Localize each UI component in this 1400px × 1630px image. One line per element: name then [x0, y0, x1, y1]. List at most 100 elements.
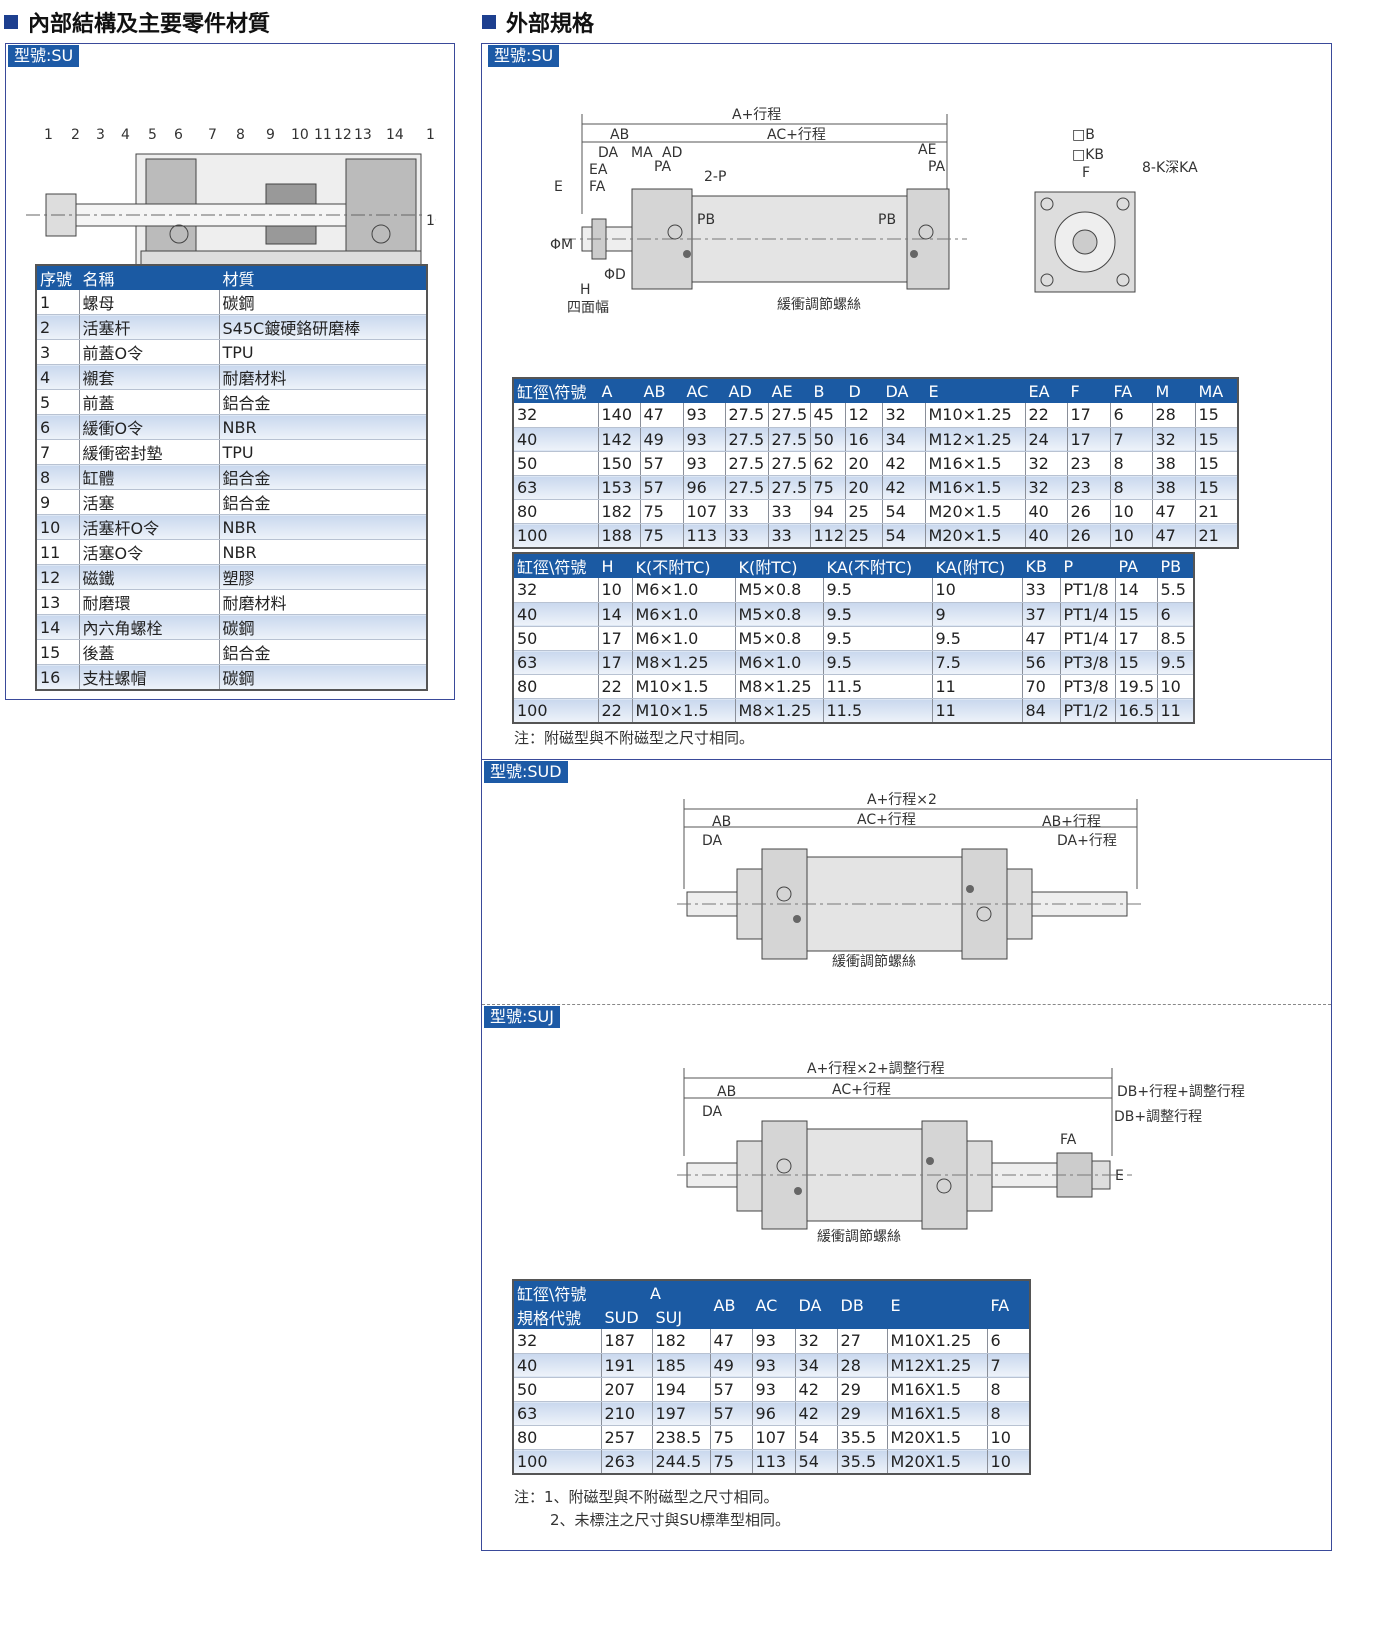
table-cell: 49: [709, 1353, 753, 1378]
table-cell: 93: [751, 1329, 796, 1354]
table-cell: 緩衝O令: [78, 414, 219, 440]
table-cell: 10: [1156, 674, 1194, 700]
table-cell: 11: [931, 674, 1022, 700]
table-cell: 11: [931, 698, 1022, 724]
dim-ab: AB: [717, 1084, 736, 1100]
table-cell: 17: [1114, 626, 1157, 652]
table-cell: 鋁合金: [218, 389, 427, 415]
dim-f: F: [1082, 165, 1090, 181]
table-cell: 28: [1151, 403, 1195, 428]
table-cell: 17: [1066, 403, 1110, 428]
table-cell: S45C鍍硬鉻研磨棒: [218, 314, 427, 340]
table-cell: NBR: [218, 414, 427, 440]
table-cell: 42: [794, 1401, 838, 1427]
table-cell: 7: [1109, 427, 1152, 452]
column-header: 序號: [35, 265, 79, 290]
table-cell: 54: [881, 499, 925, 525]
table-cell: 80: [512, 499, 598, 525]
column-header: 缸徑\符號: [512, 378, 598, 403]
table-cell: 耐磨材料: [218, 589, 427, 615]
column-header: KB: [1021, 553, 1060, 578]
column-header: 規格代號: [512, 1305, 601, 1329]
table-cell: 113: [751, 1449, 796, 1475]
table-cell: 8: [986, 1377, 1030, 1403]
callout-number: 13: [354, 127, 372, 143]
dim-pb: PB: [697, 212, 715, 228]
table-cell: 26: [1066, 523, 1110, 549]
table-cell: 17: [1066, 427, 1110, 452]
table-cell: 活塞杆O令: [78, 514, 219, 540]
table-cell: M10×1.5: [631, 698, 735, 724]
table-cell: 15: [1114, 650, 1157, 676]
dim-a: A+行程×2: [867, 792, 937, 808]
table-cell: 16: [35, 664, 79, 691]
dim-ab: AB: [610, 127, 629, 143]
column-header: E: [924, 378, 1025, 403]
table-cell: 38: [1151, 451, 1195, 477]
column-header: AD: [724, 378, 768, 403]
bullet-square-icon: [482, 15, 496, 29]
external-spec-panel: 型號:SU A+行程 AC+行程 AB DA MA AD EA PA FA E …: [481, 43, 1332, 1551]
table-cell: 27.5: [724, 403, 768, 428]
table-cell: 57: [709, 1401, 753, 1427]
table-cell: 33: [724, 499, 768, 525]
callout-number: 11: [314, 127, 332, 143]
column-header: 材質: [218, 265, 427, 290]
column-header: MA: [1194, 378, 1238, 403]
column-header: SUD: [600, 1305, 652, 1329]
column-header: PA: [1114, 553, 1157, 578]
table-cell: 32: [1024, 475, 1067, 501]
table-cell: 263: [600, 1449, 652, 1475]
table-cell: 33: [767, 523, 810, 549]
table-cell: 42: [881, 475, 925, 501]
table-cell: 50: [809, 427, 845, 452]
table-cell: 80: [512, 1425, 601, 1451]
callout-number: 16: [426, 213, 436, 229]
callout-number: 12: [334, 127, 352, 143]
dim-k: 8-K深KA: [1142, 160, 1198, 176]
table-cell: M20×1.5: [924, 499, 1025, 525]
column-header: K(附TC): [734, 553, 823, 578]
table-cell: 15: [1194, 403, 1238, 428]
table-cell: 32: [1024, 451, 1067, 477]
table-cell: 11: [35, 539, 79, 565]
table-cell: 29: [836, 1401, 888, 1427]
callout-number: 7: [208, 127, 217, 143]
callout-number: 6: [174, 127, 183, 143]
table-cell: 210: [600, 1401, 652, 1427]
table-cell: 9: [931, 602, 1022, 627]
table-cell: 鋁合金: [218, 639, 427, 665]
table-cell: M16×1.5: [924, 475, 1025, 501]
su-note: 注：附磁型與不附磁型之尺寸相同。: [514, 729, 755, 747]
table-cell: 57: [639, 451, 683, 477]
table-cell: 94: [809, 499, 845, 525]
table-cell: 6: [1109, 403, 1152, 428]
table-cell: 11: [1156, 698, 1194, 724]
table-cell: 6: [1156, 602, 1194, 627]
suj-dimension-diagram: A+行程×2+調整行程 AC+行程 AB DA DB+行程+調整行程 DB+調整…: [677, 1061, 1245, 1245]
table-cell: 70: [1021, 674, 1060, 700]
callout-number: 4: [121, 127, 130, 143]
table-cell: 5: [35, 389, 79, 415]
dim-d: ΦD: [604, 267, 626, 283]
dim-pa: PA: [654, 159, 672, 175]
table-cell: 26: [1066, 499, 1110, 525]
table-cell: 150: [597, 451, 640, 477]
table-cell: 96: [751, 1401, 796, 1427]
table-cell: 碳鋼: [218, 290, 427, 315]
title-text: 外部規格: [506, 12, 595, 37]
column-header: AC: [751, 1280, 796, 1329]
column-header: DB: [836, 1280, 888, 1329]
table-cell: 207: [600, 1377, 652, 1403]
table-cell: 15: [1114, 602, 1157, 627]
